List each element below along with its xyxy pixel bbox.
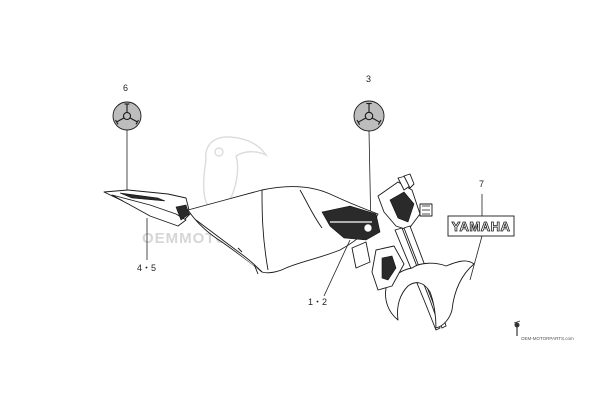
tuning-fork-emblem-icon	[115, 103, 139, 125]
badge-text: YAMAHA	[452, 219, 511, 234]
callout-3: 3	[366, 74, 371, 84]
leader-1-2	[323, 239, 351, 297]
callout-1-2: 1・2	[308, 297, 327, 307]
leader-7-bottom	[469, 235, 483, 281]
emblem-6	[112, 101, 142, 131]
callout-6: 6	[123, 83, 128, 93]
emblem-3	[353, 100, 385, 132]
tuning-fork-emblem-icon	[356, 102, 382, 125]
fuel-tank-part	[187, 186, 381, 275]
callout-4-5: 4・5	[137, 263, 156, 273]
callout-7: 7	[479, 179, 484, 189]
footer-text: OEM-MOTORPARTS.com	[521, 336, 574, 341]
yamaha-badge: YAMAHA	[447, 215, 515, 237]
front-fender-part	[371, 245, 475, 329]
front-cowl-part	[377, 173, 433, 231]
tail-cowl-part	[103, 189, 191, 227]
bird-logo-icon	[513, 320, 521, 336]
